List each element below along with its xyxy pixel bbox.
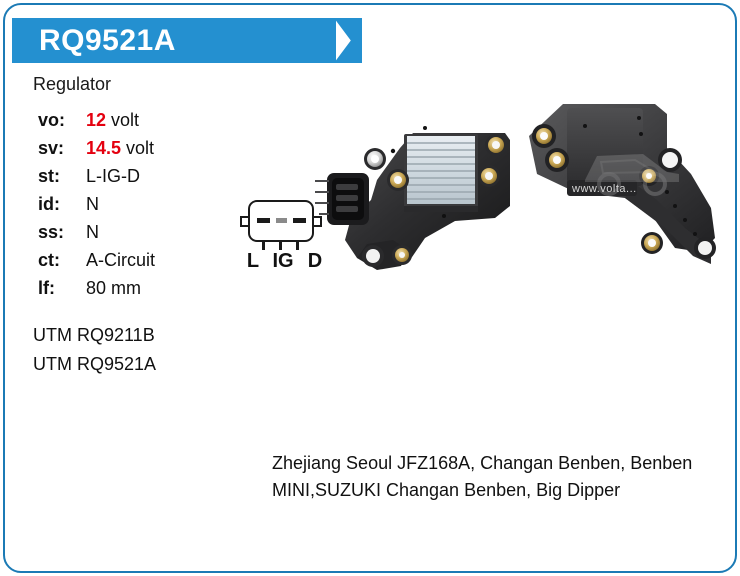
back-hole-center: [658, 148, 682, 172]
connector-diagram: [240, 200, 322, 250]
spec-value-sv-number: 14.5: [86, 138, 122, 158]
connector-plug: [315, 173, 369, 225]
ribbon-notch: [334, 18, 362, 63]
mount-bushing-upper-left: [364, 148, 386, 170]
spec-value-sv-unit: volt: [121, 138, 155, 158]
heatsink-base-edge: [404, 206, 478, 212]
connector-pin-ig: [279, 242, 282, 250]
back-bushing-lower-arm: [641, 232, 663, 254]
spec-list: vo: 12 volt sv: 14.5 volt st: L-IG-D id:…: [38, 110, 258, 306]
spec-value-lf: 80 mm: [86, 278, 142, 298]
mount-bushing-top-right: [485, 134, 507, 156]
spec-value-ct: A-Circuit: [86, 250, 156, 270]
body-detail-dot: [442, 214, 446, 218]
connector-slot-d: [293, 218, 306, 223]
connector-label-l: L: [246, 250, 260, 272]
spec-key-vo: vo:: [38, 110, 65, 130]
module-back-pad: [567, 108, 643, 186]
body-detail-dot: [423, 126, 427, 130]
spec-key-id: id:: [38, 194, 60, 214]
spec-key-lf: lf:: [38, 278, 55, 298]
spec-row-st: st: L-IG-D: [38, 166, 258, 194]
cross-reference-item: UTM RQ9521A: [33, 354, 157, 374]
back-detail-dots: [583, 116, 697, 236]
module-back-lip: [567, 180, 637, 196]
regulator-back-illustration: [529, 104, 716, 264]
cross-reference-list: UTM RQ9211B UTM RQ9521A: [33, 325, 156, 383]
ribbon-body: [12, 18, 336, 63]
product-photo-front: [305, 88, 520, 278]
connector-slot-ig: [276, 218, 287, 223]
spec-key-ss: ss:: [38, 222, 65, 242]
heatsink-fin-lines: [407, 142, 475, 200]
mount-bushing-mid-right: [478, 165, 500, 187]
cross-reference-item: UTM RQ9211B: [33, 325, 155, 345]
heatsink-fins: [407, 136, 475, 204]
spec-key-st: st:: [38, 166, 60, 186]
spec-row-lf: lf: 80 mm: [38, 278, 258, 306]
regulator-back-arm: [625, 184, 711, 264]
back-bushing-upper-left: [532, 124, 556, 148]
product-category: Regulator: [33, 74, 112, 94]
mount-bushing-lower: [392, 245, 412, 265]
spec-value-id: N: [86, 194, 99, 214]
spec-row-vo: vo: 12 volt: [38, 110, 258, 138]
part-number-title: RQ9521A: [39, 24, 176, 57]
regulator-front-illustration: [315, 126, 510, 270]
connector-tab-left: [240, 216, 249, 227]
connector-pin-l: [262, 242, 265, 250]
spec-value-ss: N: [86, 222, 99, 242]
connector-label-d: D: [307, 250, 323, 272]
header-ribbon: RQ9521A: [12, 18, 362, 63]
connector-pin-d: [296, 242, 299, 250]
spec-key-sv: sv:: [38, 138, 65, 158]
spec-row-ss: ss: N: [38, 222, 258, 250]
spec-key-ct: ct:: [38, 250, 60, 270]
spec-value-vo-number: 12: [86, 110, 107, 130]
mount-hole-lower-left: [362, 245, 384, 267]
connector-label-ig: IG: [272, 250, 294, 272]
connector-pin-legs: [315, 180, 329, 215]
spec-row-sv: sv: 14.5 volt: [38, 138, 258, 166]
mount-bushing-center: [387, 169, 409, 191]
spec-row-id: id: N: [38, 194, 258, 222]
connector-terminal-labels: L IG D: [240, 250, 332, 273]
back-bushing-lower-left: [545, 148, 569, 172]
connector-tab-right: [313, 216, 322, 227]
spec-value-st: L-IG-D: [86, 166, 140, 186]
spec-value-vo: 12 volt: [86, 110, 139, 131]
connector-slot-l: [257, 218, 270, 223]
applications-text: Zhejiang Seoul JFZ168A, Changan Benben, …: [272, 453, 693, 500]
spec-value-vo-unit: volt: [106, 110, 140, 130]
product-photo-back: [515, 88, 730, 283]
spec-row-ct: ct: A-Circuit: [38, 250, 258, 278]
back-bushing-mid: [639, 166, 659, 186]
back-hole-lower-right: [694, 237, 716, 259]
spec-value-sv: 14.5 volt: [86, 138, 154, 159]
body-detail-dot: [390, 148, 396, 154]
